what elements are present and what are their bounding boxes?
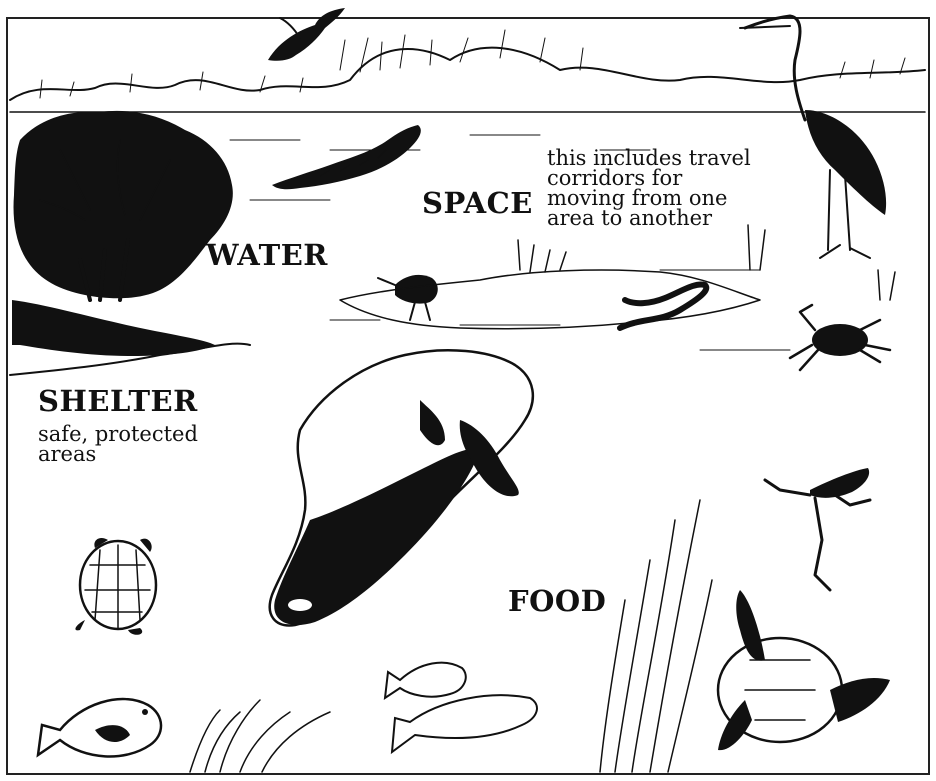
shelter-description: safe, protected areas — [38, 424, 238, 464]
water-label: WATER — [206, 238, 328, 272]
space-description: this includes travel corridors for movin… — [547, 148, 777, 228]
fish-icon — [38, 699, 161, 756]
sandpiper-icon — [378, 275, 438, 320]
alligator-icon — [272, 125, 421, 189]
crab-icon — [790, 305, 890, 370]
snake-icon — [620, 284, 706, 328]
shelter-label: SHELTER — [38, 384, 198, 418]
shrub-line — [10, 30, 925, 112]
space-label: SPACE — [422, 186, 533, 220]
bird-icon — [268, 8, 345, 61]
turtle-icon — [718, 590, 890, 750]
turtle-icon — [75, 538, 156, 635]
frog-icon — [765, 468, 870, 590]
food-label: FOOD — [508, 584, 606, 618]
manatee-icon — [270, 350, 533, 625]
fish-icon — [385, 663, 537, 752]
tree-icon — [12, 111, 233, 356]
